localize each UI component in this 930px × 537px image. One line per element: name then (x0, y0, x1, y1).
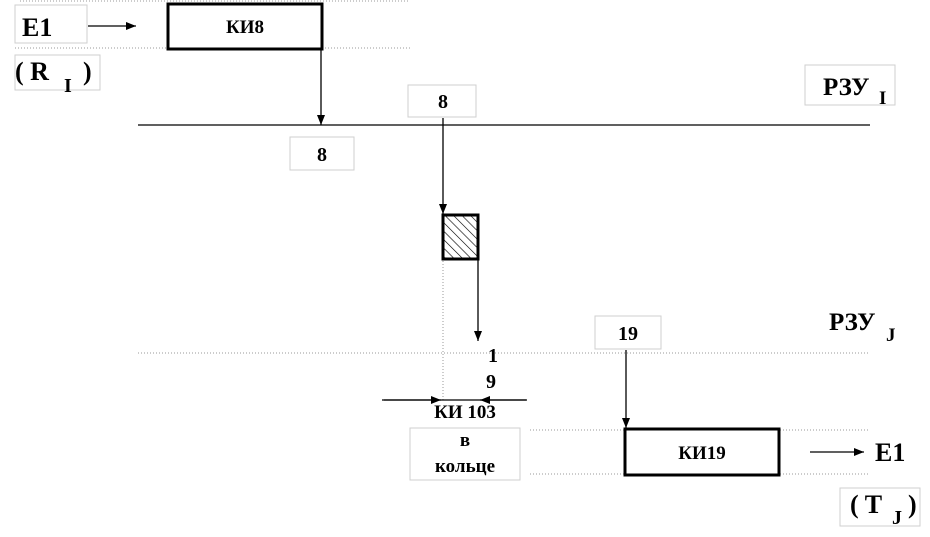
ki103-ring-label: кольце (435, 456, 495, 477)
t-open-label: ( T (850, 490, 882, 519)
r-close-label: ) (83, 57, 92, 86)
label-frames (14, 4, 921, 527)
value-19: 19 (618, 323, 638, 345)
hatched-cell (441, 213, 480, 261)
rzu-j-label: РЗУ (829, 309, 876, 336)
r-open-label: ( R (15, 57, 49, 86)
dotted-guides (15, 0, 870, 475)
output-signal-label: Е1 (875, 438, 905, 467)
rzu-j-sub: J (886, 325, 896, 346)
block-ki19 (623, 427, 781, 477)
input-signal-label: Е1 (22, 13, 52, 42)
block-ki8-label: КИ8 (226, 17, 264, 38)
rzu-i-label: РЗУ (823, 74, 870, 101)
block-ki19-label: КИ19 (678, 443, 726, 464)
value-top-lower: 8 (317, 144, 327, 166)
ki103-in-label: в (460, 430, 470, 451)
rzu-i-sub: I (879, 88, 886, 109)
digit-9: 9 (486, 371, 496, 393)
ki103-label: КИ 103 (434, 402, 496, 423)
r-sub-label: I (64, 75, 72, 97)
digit-1: 1 (488, 345, 498, 367)
value-top-upper: 8 (438, 91, 448, 113)
t-sub-label: J (892, 507, 902, 529)
t-close-label: ) (908, 490, 917, 519)
block-ki8 (166, 2, 324, 51)
